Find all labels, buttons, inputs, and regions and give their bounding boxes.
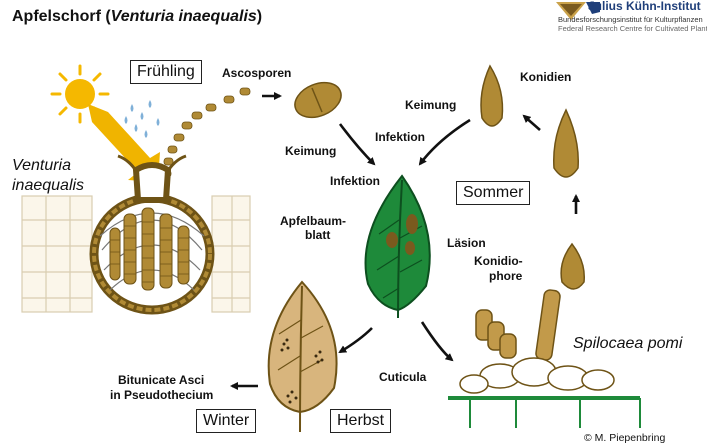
label-asci-line1: Bitunicate Asci — [118, 373, 204, 387]
season-summer: Sommer — [456, 181, 530, 205]
logo-subtitle-en: Federal Research Centre for Cultivated P… — [558, 24, 707, 33]
species-venturia-line2: inaequalis — [12, 176, 84, 195]
logo-subtitle-de: Bundesforschungsinstitut für Kulturpflan… — [558, 15, 703, 24]
label-infection-left: Infektion — [330, 174, 380, 188]
season-autumn: Herbst — [330, 409, 391, 433]
pseudothecium — [94, 156, 210, 310]
copyright-credit: © M. Piepenbring — [584, 432, 665, 444]
label-cuticle: Cuticula — [379, 370, 426, 384]
species-venturia-line1: Venturia — [12, 156, 71, 175]
label-ascospores: Ascosporen — [222, 66, 291, 80]
label-lesion: Läsion — [447, 236, 486, 250]
label-germination-left: Keimung — [285, 144, 336, 158]
label-conidiophore-line2: phore — [489, 269, 522, 283]
conidium-2 — [554, 110, 579, 177]
autumn-leaf — [269, 282, 337, 432]
label-leaf-line2: blatt — [305, 228, 330, 242]
season-spring: Frühling — [130, 60, 202, 84]
label-asci-line2: in Pseudothecium — [110, 388, 213, 402]
diagram-title: Apfelschorf (Venturia inaequalis) — [12, 8, 262, 26]
species-spilocaea: Spilocaea pomi — [573, 334, 682, 353]
apple-leaf — [366, 176, 430, 318]
conidiophore-conidium — [561, 244, 584, 289]
label-infection-right: Infektion — [375, 130, 425, 144]
label-conidia: Konidien — [520, 70, 571, 84]
conidium-1 — [481, 66, 503, 126]
leaf-surface-cuticle — [448, 398, 640, 428]
label-leaf-line1: Apfelbaum- — [280, 214, 346, 228]
label-germination-right: Keimung — [405, 98, 456, 112]
label-conidiophore-line1: Konidio- — [474, 254, 523, 268]
ascospore-cell — [290, 76, 346, 124]
logo-name: Julius Kühn-Institut — [588, 0, 701, 13]
raindrops-icon — [125, 100, 160, 138]
jki-logo: Julius Kühn-Institut Bundesforschungsins… — [548, 0, 707, 52]
season-winter: Winter — [196, 409, 256, 433]
